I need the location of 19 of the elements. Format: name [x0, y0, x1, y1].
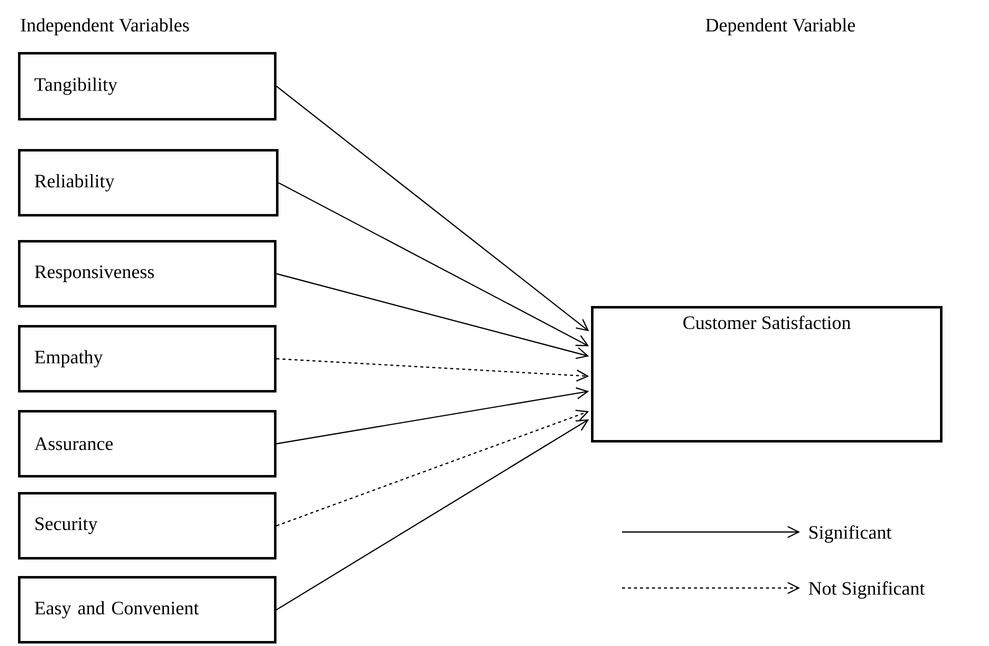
- arrow: [276, 273, 589, 360]
- legend-text: Significant: [809, 525, 892, 543]
- arrow: [276, 86, 589, 332]
- arrow: [278, 182, 589, 346]
- outcome-box: Customer Satisfaction: [591, 306, 942, 442]
- arrow: [276, 358, 589, 382]
- variable-box: Reliability: [18, 149, 278, 216]
- variable-box: Tangibility: [18, 52, 276, 120]
- legend-text: Not Significant: [808, 581, 925, 599]
- variable-box: Responsiveness: [18, 240, 276, 308]
- arrow: [276, 387, 589, 444]
- heading: Independent Variables: [20, 18, 189, 36]
- arrow: [276, 410, 589, 526]
- variable-box: Easy and Convenient: [18, 576, 276, 644]
- arrow: [276, 419, 589, 610]
- variable-box: Security: [18, 492, 276, 560]
- heading: Dependent Variable: [706, 18, 855, 36]
- variable-box: Empathy: [18, 325, 276, 392]
- variable-box: Assurance: [18, 410, 276, 478]
